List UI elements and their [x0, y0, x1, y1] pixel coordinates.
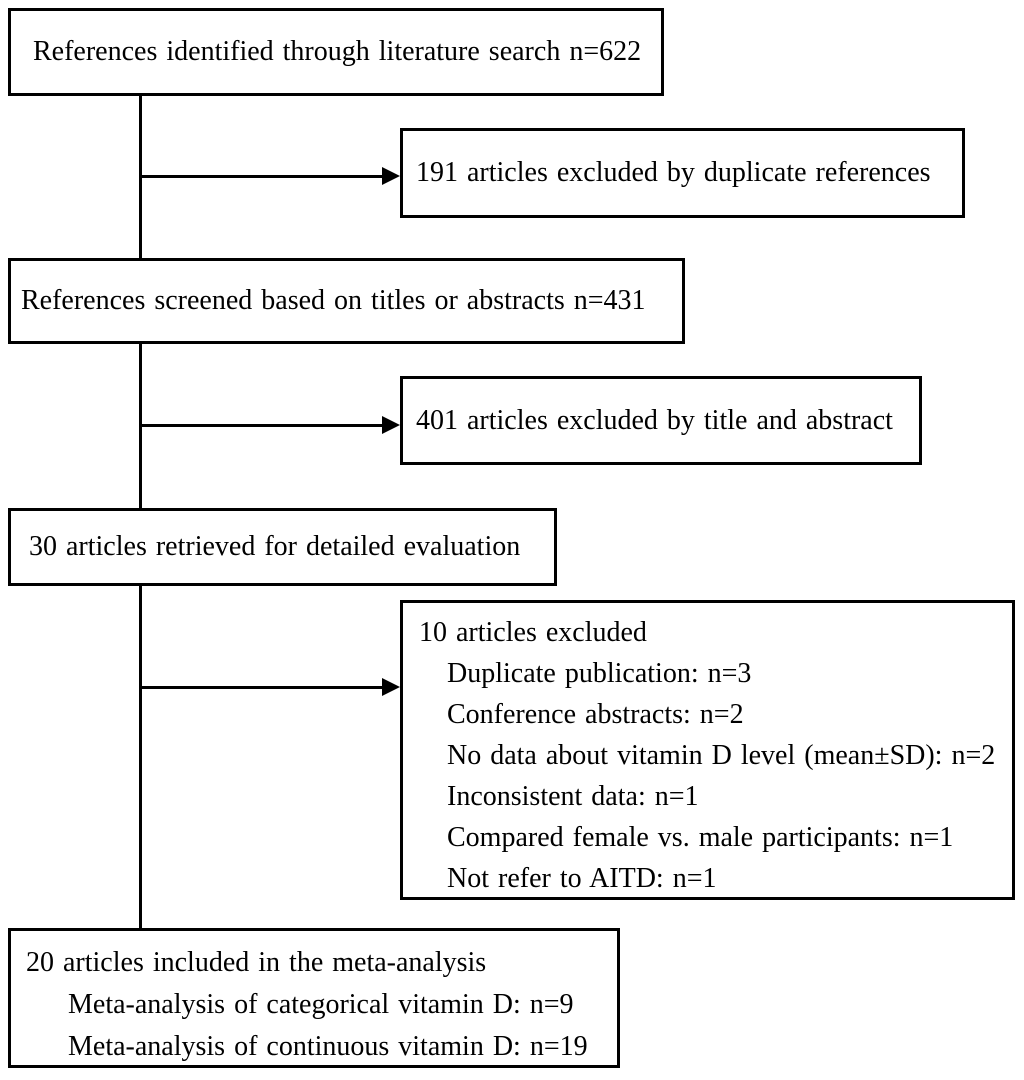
box-references-identified: References identified through literature… — [8, 8, 664, 96]
excluded-duplicate-references-text: 191 articles excluded by duplicate refer… — [416, 157, 931, 188]
box-excluded-detailed-evaluation: 10 articles excluded Duplicate publicati… — [400, 600, 1015, 900]
excluded-title-abstract-text: 401 articles excluded by title and abstr… — [416, 404, 893, 436]
exclusion-reason-inconsistent-data: Inconsistent data: n=1 — [447, 781, 699, 812]
connector-branch-to-excluded-detailed — [140, 686, 384, 689]
articles-retrieved-text: 30 articles retrieved for detailed evalu… — [29, 531, 521, 562]
arrowhead-icon — [382, 416, 400, 434]
box-references-screened: References screened based on titles or a… — [8, 258, 685, 344]
exclusion-reason-not-aitd: Not refer to AITD: n=1 — [447, 863, 717, 894]
meta-analysis-categorical-count: Meta-analysis of categorical vitamin D: … — [68, 989, 574, 1020]
exclusion-reason-duplicate-publication: Duplicate publication: n=3 — [447, 658, 752, 689]
box-included-meta-analysis: 20 articles included in the meta-analysi… — [8, 928, 620, 1068]
references-screened-text: References screened based on titles or a… — [21, 285, 646, 316]
arrowhead-icon — [382, 167, 400, 185]
box-excluded-duplicate-references: 191 articles excluded by duplicate refer… — [400, 128, 965, 218]
arrowhead-icon — [382, 678, 400, 696]
connector-branch-to-excluded-duplicates — [140, 175, 384, 178]
box-articles-retrieved: 30 articles retrieved for detailed evalu… — [8, 508, 557, 586]
exclusion-reason-conference-abstracts: Conference abstracts: n=2 — [447, 699, 744, 730]
box-excluded-title-abstract: 401 articles excluded by title and abstr… — [400, 376, 922, 465]
references-identified-text: References identified through literature… — [33, 36, 642, 67]
connector-vertical-retrieved-to-included — [139, 586, 142, 928]
meta-analysis-continuous-count: Meta-analysis of continuous vitamin D: n… — [68, 1031, 588, 1062]
exclusion-reason-female-vs-male: Compared female vs. male participants: n… — [447, 822, 954, 853]
included-meta-analysis-title: 20 articles included in the meta-analysi… — [26, 947, 487, 978]
exclusion-reason-no-vitamin-d-data: No data about vitamin D level (mean±SD):… — [447, 740, 996, 771]
connector-branch-to-excluded-title-abstract — [140, 424, 384, 427]
excluded-detailed-title: 10 articles excluded — [419, 617, 647, 648]
